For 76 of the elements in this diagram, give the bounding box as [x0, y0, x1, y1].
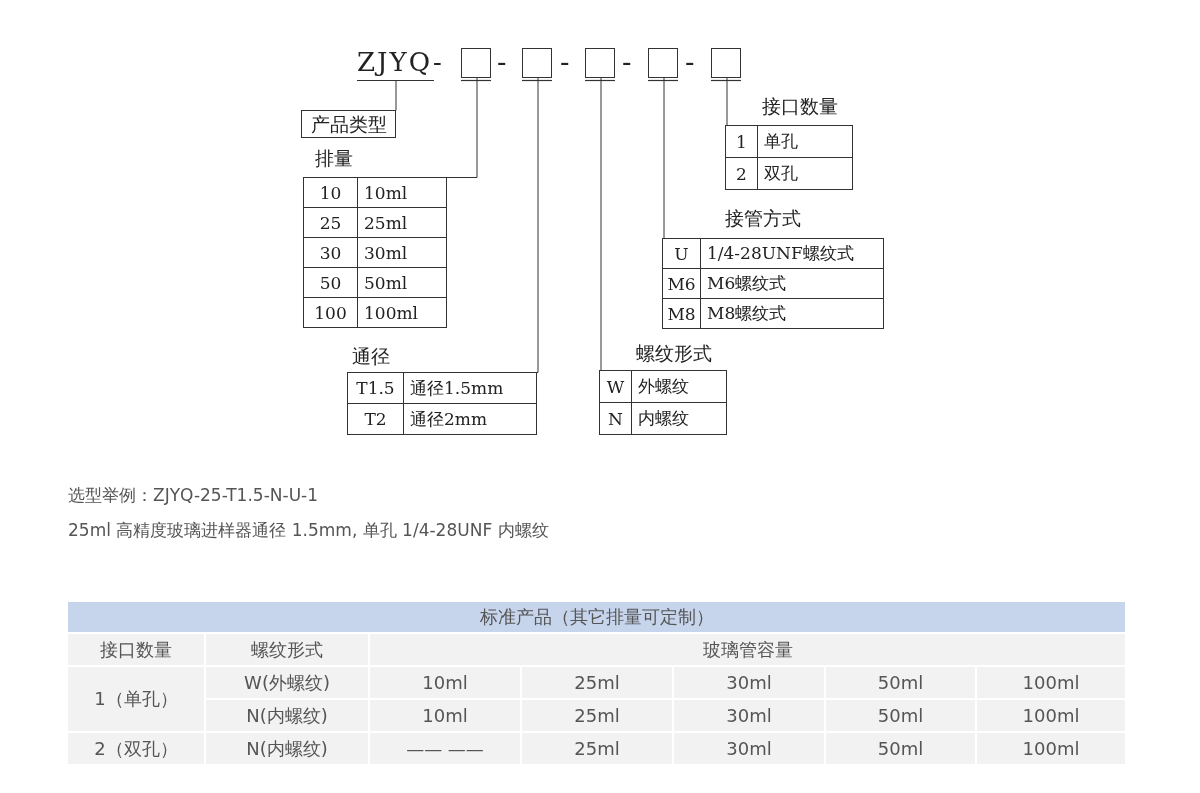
connector-line — [446, 77, 478, 178]
code-box — [711, 48, 741, 78]
separator-dash: - — [685, 44, 695, 80]
table-title-bar: 标准产品（其它排量可定制） — [68, 602, 1128, 632]
table-heading: 通径 — [352, 344, 390, 369]
table-cell: 50ml — [357, 267, 447, 298]
table-heading: 螺纹形式 — [636, 341, 712, 366]
label-box: 产品类型 — [301, 110, 396, 138]
connector-line — [726, 77, 728, 126]
table-cell: N — [599, 402, 632, 435]
table-cell: 双孔 — [757, 157, 853, 190]
table-cell: 30 — [303, 237, 358, 268]
table-cell: 50ml — [826, 700, 977, 731]
table-cell: 1/4-28UNF螺纹式 — [700, 238, 884, 269]
table-cell: W(外螺纹) — [206, 667, 370, 698]
connector-line — [536, 77, 539, 373]
table-cell: 1（单孔） — [68, 667, 206, 731]
table-cell: 接口数量 — [68, 634, 206, 665]
table-cell: N(内螺纹) — [206, 700, 370, 731]
table-cell: 100ml — [977, 700, 1128, 731]
table-cell: 玻璃管容量 — [370, 634, 1128, 665]
table-cell: 10ml — [370, 700, 522, 731]
table-cell: W — [599, 370, 632, 403]
table-cell: M8 — [662, 298, 701, 329]
table-cell: 内螺纹 — [631, 402, 727, 435]
code-box — [461, 48, 491, 78]
table-cell: 10ml — [357, 177, 447, 208]
table-cell: 2 — [725, 157, 758, 190]
connector-line — [663, 77, 665, 239]
table-cell: T2 — [347, 403, 404, 435]
table-heading: 接管方式 — [725, 206, 801, 231]
example-text: 25ml 高精度玻璃进样器通径 1.5mm, 单孔 1/4-28UNF 内螺纹 — [68, 519, 549, 542]
connector-line — [395, 79, 397, 111]
table-cell: 25ml — [522, 700, 674, 731]
table-cell: 25ml — [357, 207, 447, 238]
table-cell: 30ml — [357, 237, 447, 268]
table-cell: T1.5 — [347, 372, 404, 404]
table-cell: U — [662, 238, 701, 269]
table-cell: 100 — [303, 297, 358, 328]
table-cell: 外螺纹 — [631, 370, 727, 403]
table-cell: 通径1.5mm — [403, 372, 537, 404]
table-cell: 30ml — [674, 733, 826, 764]
separator-dash: - — [560, 44, 570, 80]
table-cell: 100ml — [357, 297, 447, 328]
table-cell: 2（双孔） — [68, 733, 206, 764]
table-cell: 螺纹形式 — [206, 634, 370, 665]
table-cell: 25ml — [522, 667, 674, 698]
table-cell: —— —— — [370, 733, 522, 764]
connector-line — [600, 77, 602, 371]
table-cell: 25 — [303, 207, 358, 238]
table-cell: 50 — [303, 267, 358, 298]
table-cell: 30ml — [674, 700, 826, 731]
table-cell: N(内螺纹) — [206, 733, 370, 764]
table-heading: 排量 — [315, 146, 353, 171]
model-code: ZJYQ- — [357, 44, 444, 80]
table-cell: 100ml — [977, 667, 1128, 698]
code-box — [522, 48, 552, 78]
table-cell: 100ml — [977, 733, 1128, 764]
table-cell: 50ml — [826, 733, 977, 764]
code-box — [585, 48, 615, 78]
separator-dash: - — [622, 44, 632, 80]
table-cell: 50ml — [826, 667, 977, 698]
table-heading: 接口数量 — [762, 94, 838, 119]
table-cell: 30ml — [674, 667, 826, 698]
table-cell: 通径2mm — [403, 403, 537, 435]
code-box — [648, 48, 678, 78]
table-cell: 25ml — [522, 733, 674, 764]
separator-dash: - — [497, 44, 507, 80]
table-cell: 10 — [303, 177, 358, 208]
table-cell: M8螺纹式 — [700, 298, 884, 329]
table-cell: 单孔 — [757, 125, 853, 158]
example-text: 选型举例：ZJYQ-25-T1.5-N-U-1 — [68, 484, 319, 507]
table-cell: M6螺纹式 — [700, 268, 884, 299]
table-cell: M6 — [662, 268, 701, 299]
table-cell: 10ml — [370, 667, 522, 698]
table-cell: 1 — [725, 125, 758, 158]
